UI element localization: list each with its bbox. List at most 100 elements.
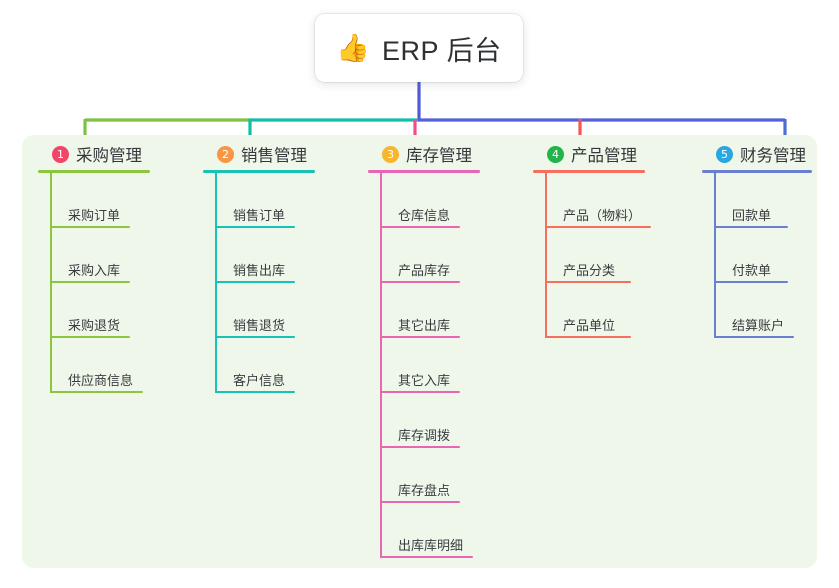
branch-column-3: 3 库存管理 仓库信息 产品库存 其它出库 其它 [368, 135, 480, 558]
leaf-item[interactable]: 供应商信息 [38, 338, 143, 393]
leaf-label: 其它出库 [398, 318, 451, 333]
leaf-label: 付款单 [732, 263, 772, 278]
leaf-label: 库存盘点 [398, 483, 451, 498]
branch-title-2: 销售管理 [241, 147, 307, 165]
leaf-spine-5 [714, 173, 716, 338]
branch-header-4[interactable]: 4 产品管理 [533, 135, 645, 173]
leaf-list-4: 产品（物料） 产品分类 产品单位 [533, 173, 651, 338]
leaf-rule [215, 391, 295, 393]
leaf-rule [545, 281, 631, 283]
leaf-item[interactable]: 仓库信息 [368, 173, 472, 228]
mindmap-panel [22, 135, 817, 568]
leaf-rule [380, 281, 460, 283]
branch-rule-1 [38, 170, 150, 173]
branch-title-1: 采购管理 [76, 147, 142, 165]
leaf-item[interactable]: 其它出库 [368, 283, 472, 338]
leaf-item[interactable]: 产品分类 [533, 228, 641, 283]
leaf-label: 库存调拨 [398, 428, 451, 443]
leaf-label: 采购订单 [68, 208, 121, 223]
branch-badge-3: 3 [382, 145, 399, 163]
leaf-rule [380, 556, 473, 558]
leaf-label: 结算账户 [732, 318, 785, 333]
leaf-list-3: 仓库信息 产品库存 其它出库 其它入库 库存调拨 [368, 173, 473, 558]
branch-title-5: 财务管理 [740, 147, 806, 165]
leaf-item[interactable]: 库存调拨 [368, 393, 472, 448]
leaf-label: 销售订单 [233, 208, 286, 223]
leaf-item[interactable]: 付款单 [702, 228, 806, 283]
leaf-item[interactable]: 出库库明细 [368, 503, 473, 558]
leaf-item[interactable]: 销售出库 [203, 228, 307, 283]
leaf-rule [50, 336, 130, 338]
leaf-label: 产品（物料） [563, 208, 642, 223]
root-node[interactable]: 👍 ERP 后台 [315, 14, 523, 82]
leaf-item[interactable]: 产品库存 [368, 228, 472, 283]
leaf-rule [215, 336, 295, 338]
branch-column-2: 2 销售管理 销售订单 销售出库 销售退货 客户 [203, 135, 315, 393]
leaf-list-1: 采购订单 采购入库 采购退货 供应商信息 [38, 173, 143, 393]
branch-rule-2 [203, 170, 315, 173]
branch-badge-5: 5 [716, 145, 733, 163]
leaf-item[interactable]: 销售退货 [203, 283, 307, 338]
leaf-item[interactable]: 产品（物料） [533, 173, 651, 228]
leaf-rule [50, 281, 130, 283]
leaf-label: 采购入库 [68, 263, 121, 278]
leaf-list-2: 销售订单 销售出库 销售退货 客户信息 [203, 173, 307, 393]
leaf-item[interactable]: 回款单 [702, 173, 806, 228]
leaf-label: 出库库明细 [398, 538, 464, 553]
leaf-item[interactable]: 采购入库 [38, 228, 142, 283]
leaf-label: 销售退货 [233, 318, 286, 333]
leaf-item[interactable]: 采购退货 [38, 283, 142, 338]
branch-rule-5 [702, 170, 812, 173]
leaf-label: 仓库信息 [398, 208, 451, 223]
leaf-label: 其它入库 [398, 373, 451, 388]
root-node-title: ERP 后台 [382, 35, 502, 66]
leaf-item[interactable]: 其它入库 [368, 338, 472, 393]
leaf-rule [50, 226, 130, 228]
leaf-item[interactable]: 采购订单 [38, 173, 142, 228]
leaf-item[interactable]: 销售订单 [203, 173, 307, 228]
leaf-item[interactable]: 库存盘点 [368, 448, 472, 503]
leaf-rule [380, 226, 460, 228]
leaf-spine-3 [380, 173, 382, 558]
leaf-rule [545, 336, 631, 338]
leaf-spine-2 [215, 173, 217, 393]
leaf-rule [380, 446, 460, 448]
leaf-rule [545, 226, 651, 228]
leaf-label: 供应商信息 [68, 373, 134, 388]
branch-badge-4: 4 [547, 145, 564, 163]
thumbs-up-icon: 👍 [336, 32, 371, 63]
leaf-rule [380, 336, 460, 338]
leaf-label: 客户信息 [233, 373, 286, 388]
leaf-rule [380, 501, 460, 503]
leaf-label: 产品单位 [563, 318, 616, 333]
leaf-rule [380, 391, 460, 393]
branch-rule-4 [533, 170, 645, 173]
leaf-item[interactable]: 产品单位 [533, 283, 641, 338]
leaf-item[interactable]: 客户信息 [203, 338, 307, 393]
leaf-label: 销售出库 [233, 263, 286, 278]
branch-badge-2: 2 [217, 145, 234, 163]
leaf-rule [215, 226, 295, 228]
branch-header-2[interactable]: 2 销售管理 [203, 135, 315, 173]
leaf-rule [714, 336, 794, 338]
branch-header-5[interactable]: 5 财务管理 [702, 135, 812, 173]
branch-column-4: 4 产品管理 产品（物料） 产品分类 产品单位 [533, 135, 651, 338]
branch-column-5: 5 财务管理 回款单 付款单 结算账户 [702, 135, 812, 338]
leaf-spine-4 [545, 173, 547, 338]
leaf-label: 采购退货 [68, 318, 121, 333]
leaf-item[interactable]: 结算账户 [702, 283, 806, 338]
leaf-label: 产品分类 [563, 263, 616, 278]
leaf-rule [50, 391, 143, 393]
leaf-rule [714, 281, 788, 283]
branch-header-3[interactable]: 3 库存管理 [368, 135, 480, 173]
branch-badge-1: 1 [52, 145, 69, 163]
leaf-label: 回款单 [732, 208, 772, 223]
branch-columns: 1 采购管理 采购订单 采购入库 采购退货 供应 [22, 135, 817, 568]
branch-rule-3 [368, 170, 480, 173]
leaf-rule [714, 226, 788, 228]
leaf-list-5: 回款单 付款单 结算账户 [702, 173, 806, 338]
leaf-rule [215, 281, 295, 283]
branch-title-3: 库存管理 [406, 147, 472, 165]
branch-header-1[interactable]: 1 采购管理 [38, 135, 150, 173]
